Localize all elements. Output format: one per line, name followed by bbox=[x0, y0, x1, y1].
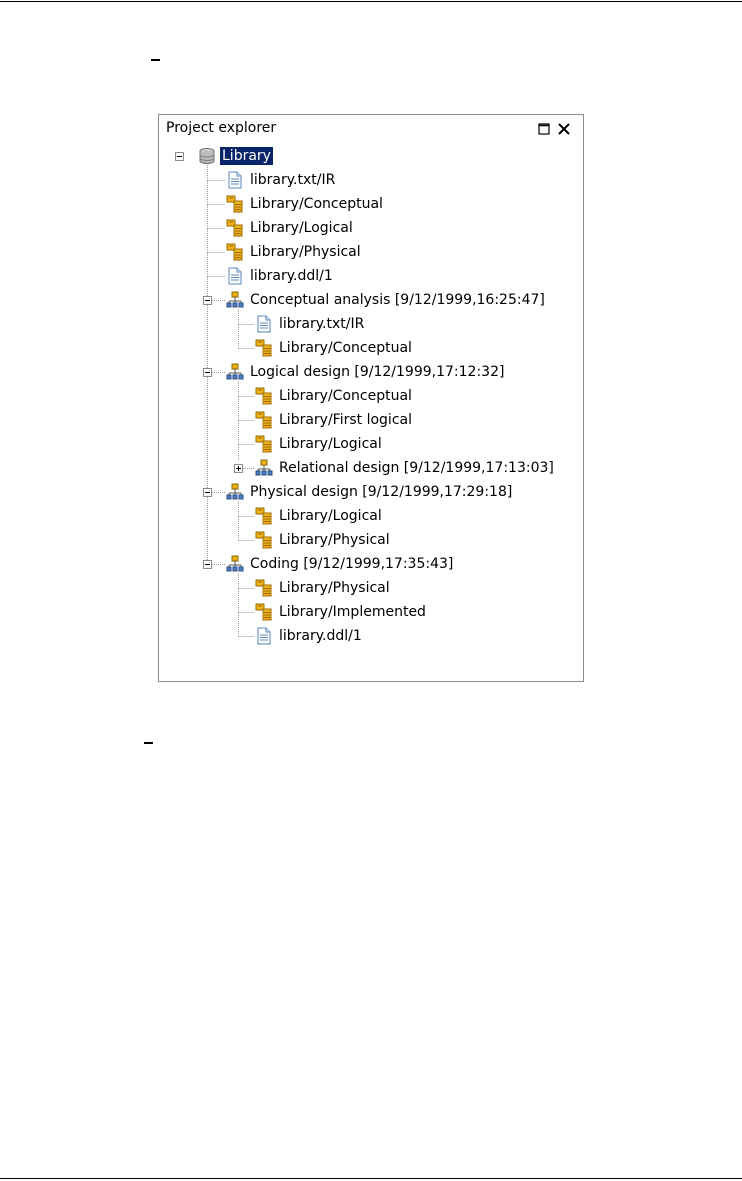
process-icon bbox=[226, 363, 244, 381]
tree-node-file[interactable]: library.ddl/1 bbox=[255, 625, 364, 647]
tree-node-label: Logical design [9/12/1999,17:12:32] bbox=[250, 364, 505, 380]
database-icon bbox=[198, 147, 216, 165]
process-icon bbox=[226, 555, 244, 573]
schema-icon bbox=[255, 507, 273, 525]
tree-node-schema[interactable]: Library/Conceptual bbox=[226, 193, 385, 215]
tree-node-process[interactable]: Conceptual analysis [9/12/1999,16:25:47] bbox=[226, 289, 547, 311]
tree-node-schema[interactable]: Library/Conceptual bbox=[255, 385, 414, 407]
tree-node-label: Library/Logical bbox=[279, 436, 382, 452]
tree-node-schema[interactable]: Library/First logical bbox=[255, 409, 414, 431]
schema-icon bbox=[255, 579, 273, 597]
tree-node-schema[interactable]: Library/Implemented bbox=[255, 601, 428, 623]
tree-node-process[interactable]: Logical design [9/12/1999,17:12:32] bbox=[226, 361, 506, 383]
document-icon bbox=[226, 267, 244, 285]
expand-collapse-toggle[interactable] bbox=[203, 368, 212, 377]
tree-node-label: Library bbox=[220, 147, 273, 165]
schema-icon bbox=[226, 195, 244, 213]
tree-node-file[interactable]: library.ddl/1 bbox=[226, 265, 335, 287]
schema-icon bbox=[255, 339, 273, 357]
close-icon[interactable] bbox=[557, 121, 571, 135]
schema-icon bbox=[255, 435, 273, 453]
tree-node-label: Library/Conceptual bbox=[279, 340, 412, 356]
tree-node-schema[interactable]: Library/Conceptual bbox=[255, 337, 414, 359]
tree-node-library-root[interactable]: Library bbox=[198, 145, 273, 167]
expand-collapse-toggle[interactable] bbox=[203, 488, 212, 497]
tree-node-label: Conceptual analysis [9/12/1999,16:25:47] bbox=[250, 292, 545, 308]
tree-node-label: Library/Conceptual bbox=[279, 388, 412, 404]
text-cursor-mark bbox=[151, 59, 160, 61]
process-icon bbox=[255, 459, 273, 477]
tree-node-label: Library/Implemented bbox=[279, 604, 426, 620]
schema-icon bbox=[255, 387, 273, 405]
tree-node-schema[interactable]: Library/Logical bbox=[255, 505, 384, 527]
expand-collapse-toggle[interactable] bbox=[203, 560, 212, 569]
tree-node-file[interactable]: library.txt/IR bbox=[226, 169, 337, 191]
expand-collapse-toggle[interactable] bbox=[203, 296, 212, 305]
tree-node-process[interactable]: Physical design [9/12/1999,17:29:18] bbox=[226, 481, 514, 503]
expand-collapse-toggle[interactable] bbox=[175, 152, 184, 161]
project-explorer-panel: Library library.txt/IR Library/Conceptua… bbox=[158, 114, 584, 682]
tree-node-label: Library/Physical bbox=[279, 532, 390, 548]
tree-node-label: Relational design [9/12/1999,17:13:03] bbox=[279, 460, 554, 476]
document-icon bbox=[255, 627, 273, 645]
tree-node-file[interactable]: library.txt/IR bbox=[255, 313, 366, 335]
document-icon bbox=[255, 315, 273, 333]
schema-icon bbox=[226, 243, 244, 261]
tree-node-process[interactable]: Coding [9/12/1999,17:35:43] bbox=[226, 553, 455, 575]
schema-icon bbox=[255, 603, 273, 621]
tree-connector-lines bbox=[207, 165, 254, 637]
tree-node-label: library.txt/IR bbox=[250, 172, 336, 188]
tree-node-label: Library/Logical bbox=[279, 508, 382, 524]
tree-node-label: Library/Logical bbox=[250, 220, 353, 236]
tree-node-label: library.txt/IR bbox=[279, 316, 365, 332]
tree-node-label: Physical design [9/12/1999,17:29:18] bbox=[250, 484, 513, 500]
tree-node-process[interactable]: Relational design [9/12/1999,17:13:03] bbox=[255, 457, 556, 479]
panel-title: Project explorer bbox=[166, 120, 277, 136]
document-icon bbox=[226, 171, 244, 189]
restore-icon[interactable] bbox=[537, 121, 551, 135]
panel-header: Project explorer bbox=[159, 115, 583, 140]
tree-node-label: Library/First logical bbox=[279, 412, 412, 428]
schema-icon bbox=[226, 219, 244, 237]
tree-node-schema[interactable]: Library/Physical bbox=[255, 577, 392, 599]
process-icon bbox=[226, 483, 244, 501]
page-top-rule bbox=[0, 1, 742, 2]
tree-node-schema[interactable]: Library/Physical bbox=[226, 241, 363, 263]
text-cursor-mark bbox=[144, 742, 153, 744]
project-tree: Library library.txt/IR Library/Conceptua… bbox=[159, 115, 583, 681]
tree-node-label: library.ddl/1 bbox=[279, 628, 362, 644]
tree-node-schema[interactable]: Library/Physical bbox=[255, 529, 392, 551]
tree-node-schema[interactable]: Library/Logical bbox=[226, 217, 355, 239]
page-bottom-rule bbox=[0, 1178, 742, 1179]
tree-node-label: library.ddl/1 bbox=[250, 268, 333, 284]
expand-collapse-toggle[interactable] bbox=[234, 464, 243, 473]
schema-icon bbox=[255, 531, 273, 549]
tree-node-label: Library/Physical bbox=[250, 244, 361, 260]
schema-icon bbox=[255, 411, 273, 429]
tree-node-schema[interactable]: Library/Logical bbox=[255, 433, 384, 455]
process-icon bbox=[226, 291, 244, 309]
tree-node-label: Library/Conceptual bbox=[250, 196, 383, 212]
tree-node-label: Library/Physical bbox=[279, 580, 390, 596]
tree-node-label: Coding [9/12/1999,17:35:43] bbox=[250, 556, 454, 572]
